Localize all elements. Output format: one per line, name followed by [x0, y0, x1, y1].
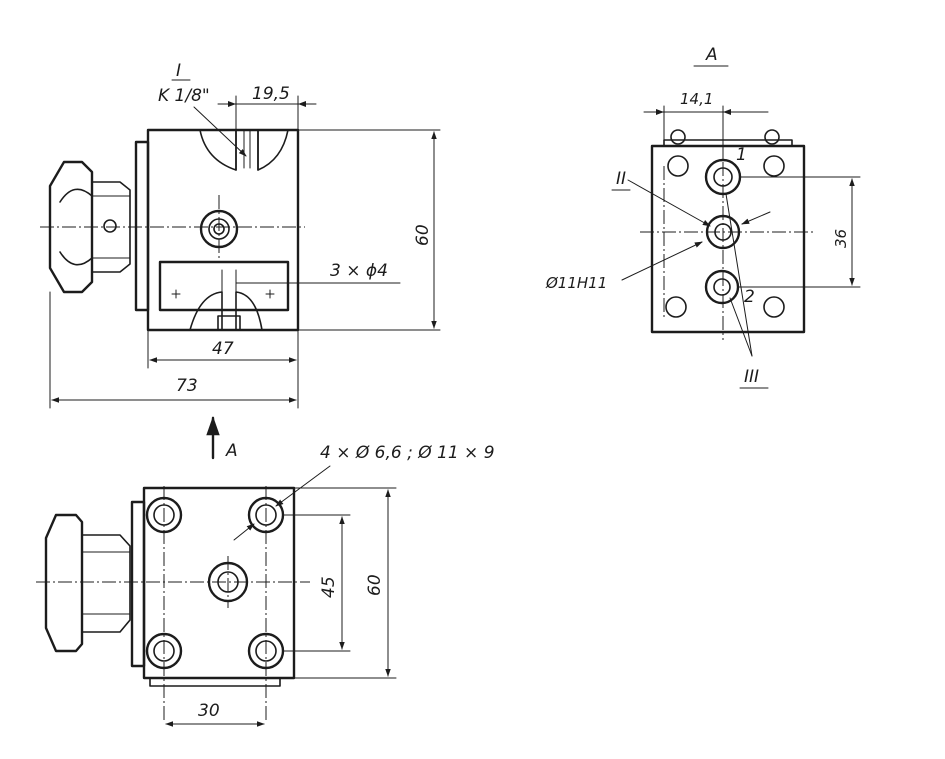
view-A-hole-tr [763, 155, 785, 177]
front-view: 19,5 I K 1/8" 60 3 × ϕ4 47 [40, 61, 441, 461]
dim-14-1-label: 14,1 [680, 90, 713, 108]
dim-3xphi4-label: 3 × ϕ4 [330, 261, 388, 281]
dim-73: 73 [49, 291, 297, 409]
view-arrow-A-label: A [225, 441, 238, 461]
dim-47-label: 47 [212, 339, 234, 359]
view-A-corner-holes [665, 129, 785, 318]
dim-60-front-label: 60 [413, 224, 433, 246]
mounting-holes [145, 496, 285, 670]
view-arrow-A: A [206, 416, 238, 461]
port-1-label: 1 [736, 145, 747, 165]
top-port-section [199, 129, 289, 171]
dim-45-label: 45 [319, 576, 339, 598]
view-A-hole-tl [667, 155, 689, 177]
dim-47: 47 [147, 329, 299, 409]
port-2 [704, 269, 740, 305]
view-A-title: A [705, 45, 718, 65]
dim-60-bottom: 60 [293, 487, 397, 679]
view-A-hole-bl [665, 296, 687, 318]
port-2-label: 2 [744, 287, 755, 307]
fit-callout: Ø11H11 [545, 211, 771, 292]
front-lower-slot [158, 260, 290, 331]
label-III-callout: III [725, 193, 769, 389]
section-I-callout: I K 1/8" [158, 61, 247, 157]
dim-19-5: 19,5 [217, 84, 317, 131]
front-flange [134, 140, 150, 312]
bottom-view: 4 × Ø 6,6 ; Ø 11 × 9 45 60 30 [36, 443, 495, 727]
dim-19-5-label: 19,5 [252, 84, 290, 104]
thread-label: K 1/8" [158, 86, 210, 106]
dim-30: 30 [165, 701, 265, 727]
dim-30-label: 30 [198, 701, 220, 721]
front-body [146, 128, 300, 332]
dim-45: 45 [282, 514, 351, 652]
front-knob [48, 160, 131, 294]
bottom-knob [44, 513, 131, 653]
dim-60-bottom-label: 60 [365, 574, 385, 596]
dim-36: 36 [737, 176, 861, 288]
section-I-label: I [176, 61, 181, 81]
dim-36-label: 36 [832, 229, 850, 248]
dim-73-label: 73 [176, 376, 198, 396]
view-A: A [545, 45, 861, 389]
label-II: II [616, 169, 626, 189]
dim-14-1: 14,1 [643, 90, 769, 161]
bottom-flange [130, 500, 146, 668]
bottom-body [142, 486, 296, 680]
label-III: III [744, 367, 759, 387]
holes-spec-label: 4 × Ø 6,6 ; Ø 11 × 9 [320, 443, 495, 463]
holes-spec-callout: 4 × Ø 6,6 ; Ø 11 × 9 [233, 443, 495, 541]
bottom-base-strip [149, 677, 281, 687]
fit-label: Ø11H11 [545, 274, 607, 292]
dim-60-front: 60 [297, 129, 441, 331]
label-II-callout: II [611, 169, 711, 227]
dim-3xphi4: 3 × ϕ4 [235, 261, 401, 284]
view-A-hole-br [763, 296, 785, 318]
